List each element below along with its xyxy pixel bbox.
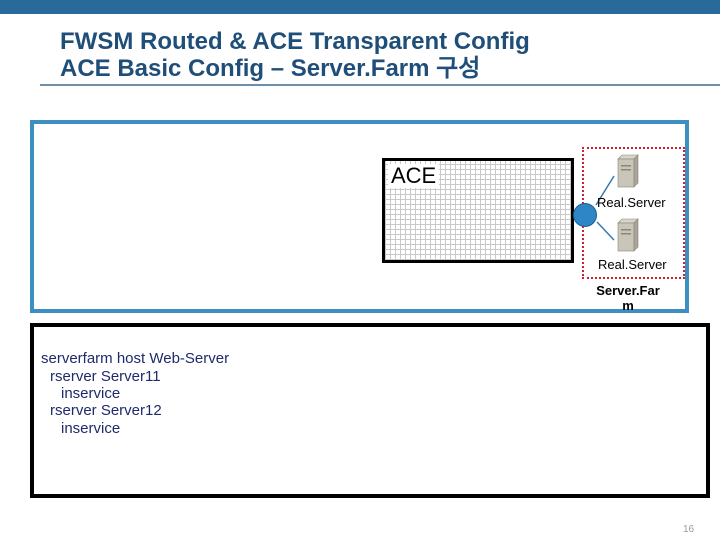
server-icon	[614, 217, 640, 253]
config-line: rserver Server11	[50, 368, 161, 385]
slide-title: FWSM Routed & ACE Transparent Config ACE…	[60, 28, 700, 82]
server-farm-label-line-2: m	[622, 298, 634, 313]
title-line-1: FWSM Routed & ACE Transparent Config	[60, 28, 530, 55]
ace-label: ACE	[388, 164, 440, 188]
server-farm-label: Server.Far m	[588, 283, 668, 313]
config-line: rserver Server12	[50, 402, 162, 419]
page-number: 16	[683, 524, 695, 535]
real-server-label-2: Real.Server	[598, 257, 667, 272]
ace-node-icon	[573, 203, 597, 227]
title-line-2: ACE Basic Config – Server.Farm 구성	[60, 55, 481, 82]
config-line: inservice	[61, 420, 121, 437]
server-farm-label-line-1: Server.Far	[596, 283, 660, 298]
real-server-label-1: Real.Server	[597, 195, 666, 210]
title-divider	[40, 84, 720, 86]
config-panel	[30, 323, 710, 498]
server-icon	[614, 153, 640, 189]
config-line: inservice	[61, 385, 121, 402]
top-bar	[0, 0, 720, 14]
config-line: serverfarm host Web-Server	[41, 350, 230, 367]
